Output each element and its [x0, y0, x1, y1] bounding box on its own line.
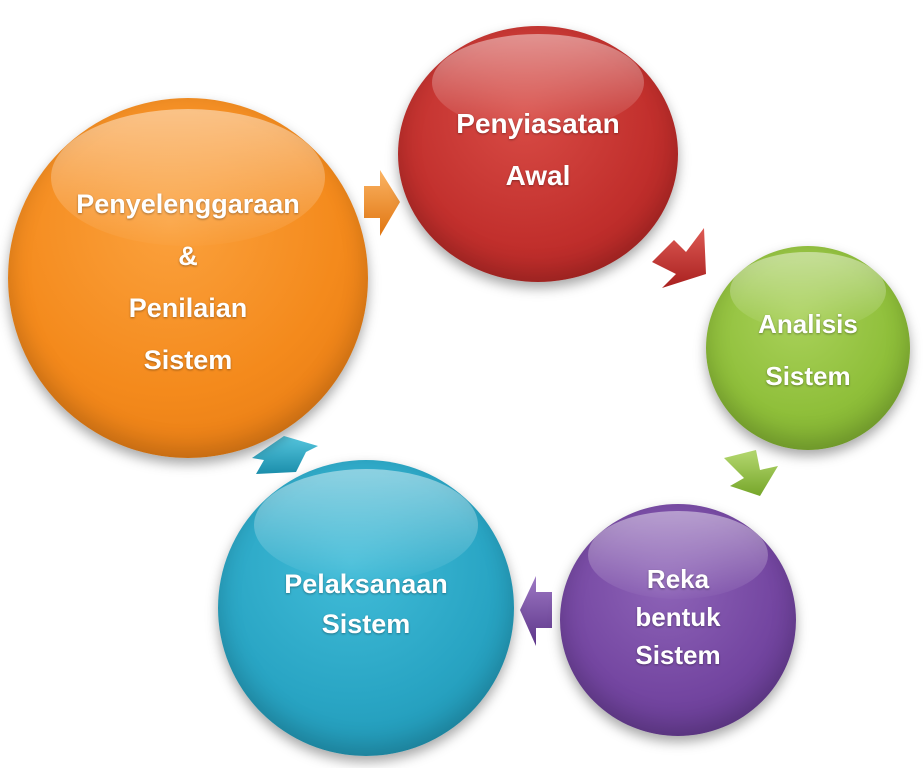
stage-label: Analisis Sistem [706, 298, 910, 402]
stage-label-line: Sistem [765, 361, 851, 391]
stage-label-line: & [178, 241, 198, 271]
stage-label-line: Awal [505, 160, 571, 191]
stage-label: Penyelenggaraan & Penilaian Sistem [8, 178, 368, 386]
stage-label: Pelaksanaan Sistem [218, 564, 514, 644]
stage-label: Penyiasatan Awal [398, 98, 678, 202]
arrow-orange-to-red-icon [364, 170, 400, 236]
stage-penyiasatan-awal: Penyiasatan Awal [398, 26, 678, 282]
arrow-purple-to-blue-icon [520, 576, 552, 646]
stage-pelaksanaan-sistem: Pelaksanaan Sistem [218, 460, 514, 756]
stage-label-line: bentuk [635, 602, 721, 632]
arrow-red-to-green-icon [652, 228, 706, 288]
stage-label-line: Sistem [635, 640, 721, 670]
stage-label-line: Pelaksanaan [284, 569, 448, 599]
stage-label-line: Sistem [321, 609, 411, 639]
stage-penyelenggaraan-penilaian-sistem: Penyelenggaraan & Penilaian Sistem [8, 98, 368, 458]
arrow-blue-to-orange-icon [252, 436, 318, 474]
stage-label-line: Penyelenggaraan [76, 189, 300, 219]
arrow-green-to-purple-icon [724, 450, 778, 496]
stage-label-line: Penyiasatan [456, 108, 620, 139]
stage-analisis-sistem: Analisis Sistem [706, 246, 910, 450]
stage-label: Reka bentuk Sistem [560, 560, 796, 674]
stage-reka-bentuk-sistem: Reka bentuk Sistem [560, 504, 796, 736]
stage-label-line: Reka [646, 564, 710, 594]
stage-label-line: Sistem [143, 345, 233, 375]
stage-label-line: Analisis [758, 309, 858, 339]
stage-label-line: Penilaian [128, 293, 248, 323]
